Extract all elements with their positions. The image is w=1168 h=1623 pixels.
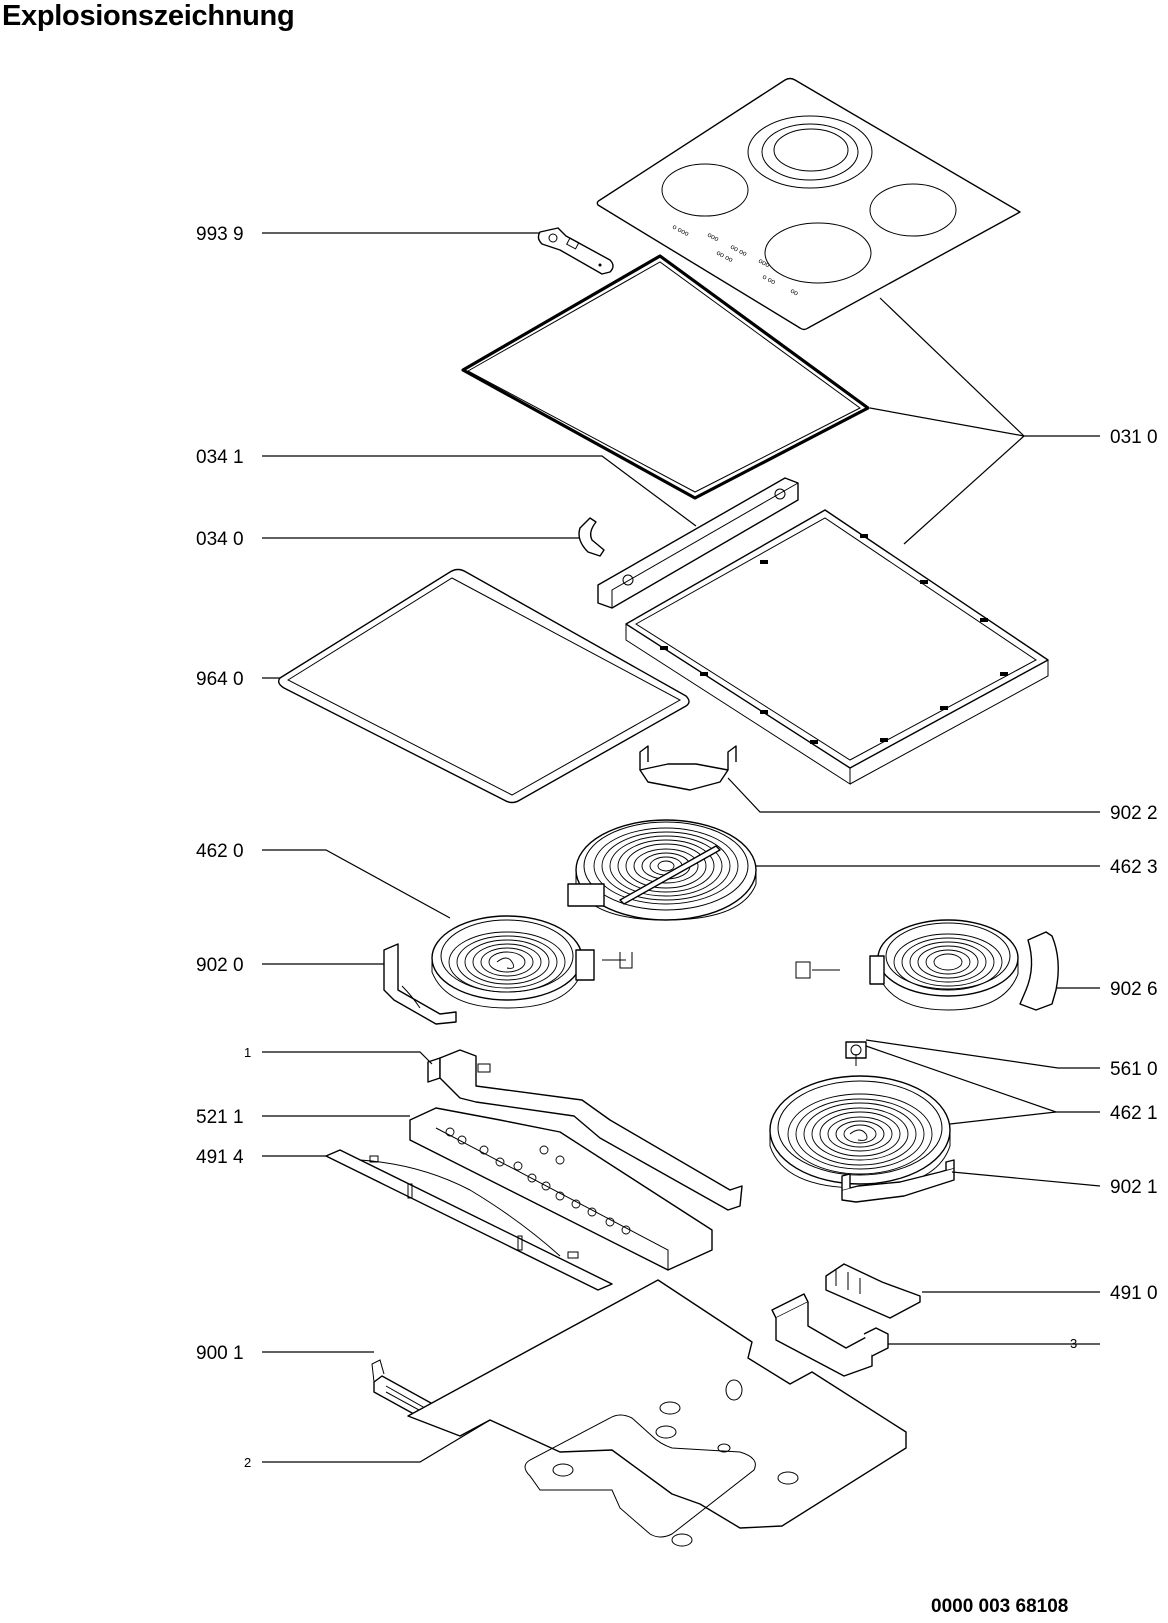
frame-seal <box>461 254 870 500</box>
document-number: 0000 003 68108 <box>931 1596 1069 1617</box>
callout-2: 2 <box>244 1455 251 1470</box>
callout-902-6: 902 6 <box>1110 979 1158 1000</box>
connection-box <box>825 1263 921 1319</box>
callout-902-2: 902 2 <box>1110 803 1158 824</box>
callout-3: 3 <box>1070 1336 1077 1351</box>
base-tray <box>407 1279 907 1547</box>
page-title: Explosionszeichnung <box>2 0 295 32</box>
callout-034-1: 034 1 <box>196 447 244 468</box>
holder-right <box>1019 931 1059 1011</box>
holder-bottom <box>841 1159 955 1203</box>
callout-462-1: 462 1 <box>1110 1103 1158 1124</box>
svg-text:ooo: ooo <box>706 232 720 244</box>
knob-bracket <box>537 227 614 275</box>
heating-element-left <box>431 915 633 1009</box>
side-bracket <box>597 477 799 609</box>
callout-521-1: 521 1 <box>196 1107 244 1128</box>
callout-902-0: 902 0 <box>196 955 244 976</box>
heating-element-right-small <box>795 919 1019 1011</box>
svg-text:ooo: ooo <box>757 258 771 270</box>
callout-561-0: 561 0 <box>1110 1059 1158 1080</box>
heating-element-large <box>769 1075 951 1189</box>
control-board <box>409 1107 713 1271</box>
temperature-limiter <box>845 1041 867 1066</box>
callout-964-0: 964 0 <box>196 669 244 690</box>
heating-element-dual <box>567 819 757 921</box>
callout-902-1: 902 1 <box>1110 1177 1158 1198</box>
callout-900-1: 900 1 <box>196 1343 244 1364</box>
leader-lines <box>262 232 1101 1463</box>
cooktop-glass: o ooo ooo oo oo oo oo ooo o oo oo <box>596 77 1021 331</box>
callout-034-0: 034 0 <box>196 529 244 550</box>
callout-462-3: 462 3 <box>1110 857 1158 878</box>
clip <box>578 517 605 557</box>
control-panel-bracket <box>427 1049 743 1211</box>
holder-top <box>639 745 737 791</box>
callout-491-4: 491 4 <box>196 1147 244 1168</box>
callout-462-0: 462 0 <box>196 841 244 862</box>
wiring-harness <box>325 1149 613 1291</box>
callout-491-0: 491 0 <box>1110 1283 1158 1304</box>
connection-bracket <box>771 1293 889 1377</box>
holder-left <box>383 943 457 1025</box>
callout-993-9: 993 9 <box>196 224 244 245</box>
seal-gasket <box>277 568 690 804</box>
callout-1: 1 <box>244 1045 251 1060</box>
callout-labels: 993 9 034 1 034 0 964 0 462 0 902 0 1 52… <box>196 224 1158 1470</box>
metal-frame <box>625 509 1049 785</box>
callout-031-0: 031 0 <box>1110 427 1158 448</box>
svg-text:oo: oo <box>789 288 799 298</box>
